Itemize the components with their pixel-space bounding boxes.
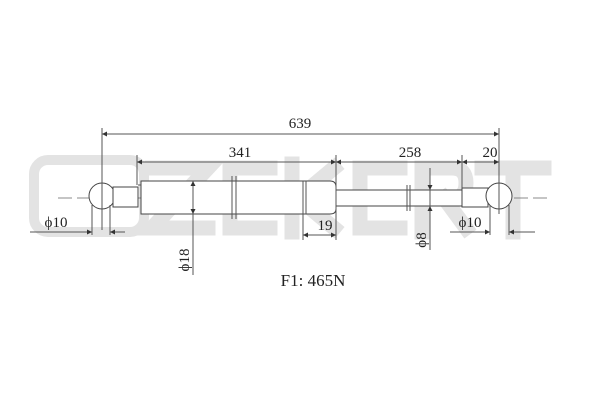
body-diameter-label: ϕ18: [177, 249, 193, 272]
rod-diameter-label: ϕ8: [414, 232, 430, 247]
total-length-label: 639: [289, 116, 312, 132]
force-label: F1: 465N: [281, 271, 346, 290]
end-length-label: 20: [483, 145, 498, 161]
ring-length-label: 19: [318, 218, 333, 234]
right-neck: [461, 187, 489, 208]
left-neck: [112, 186, 139, 208]
piston-rod: [335, 189, 463, 207]
left-socket-diameter-label: ϕ10: [45, 215, 68, 231]
cylinder-body: [140, 180, 337, 215]
body-length-label: 341: [229, 145, 252, 161]
rod-length-label: 258: [399, 145, 422, 161]
right-socket-diameter-label: ϕ10: [459, 215, 482, 231]
